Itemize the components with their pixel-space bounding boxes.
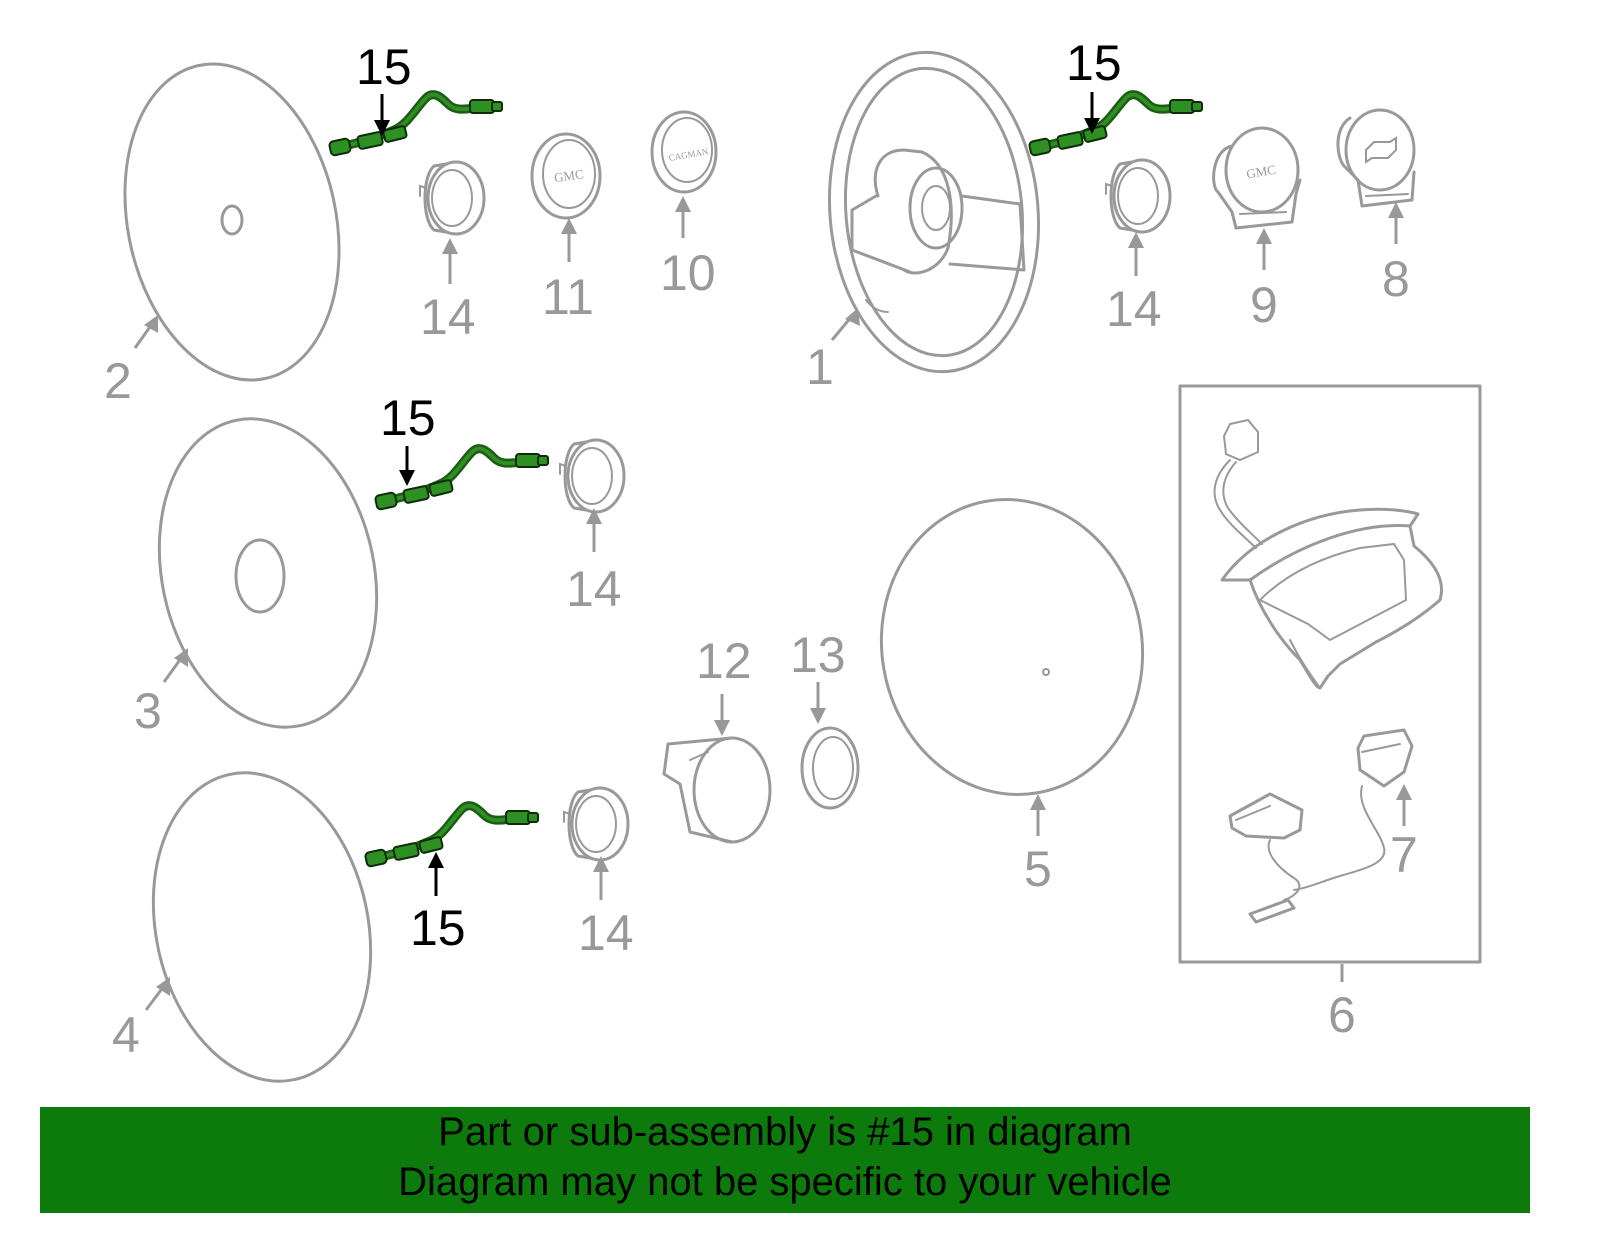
part-13-ring-inner <box>812 736 854 800</box>
part-4-disc <box>151 771 373 1083</box>
callout-3: 3 <box>134 683 162 739</box>
callout-15-bottom-left: 15 <box>410 900 466 956</box>
part-14-cap-top-left <box>418 160 486 236</box>
callout-2: 2 <box>104 353 132 409</box>
part-2-disc-center <box>220 204 244 236</box>
part-9-horn-pad: GMC <box>1212 126 1302 230</box>
banner-line-2: Diagram may not be specific to your vehi… <box>398 1160 1172 1204</box>
part-1-steering-wheel <box>827 50 1041 374</box>
callout-14-top-right: 14 <box>1106 281 1162 337</box>
part-10-emblem <box>650 110 718 194</box>
callout-5: 5 <box>1024 841 1052 897</box>
part-14-cap-bottom-left <box>562 786 630 862</box>
part-11-emblem <box>530 132 602 220</box>
part-3-disc <box>157 417 379 729</box>
part-15-harness-middle-left[interactable] <box>375 449 548 510</box>
gmc-logo-9: GMC <box>1245 162 1277 182</box>
part-3-disc-hub <box>234 538 286 614</box>
part-15-harness-top-left[interactable] <box>329 95 502 156</box>
callout-15-middle-left: 15 <box>380 390 436 446</box>
part-7-switch-harness <box>1228 728 1414 924</box>
callout-6: 6 <box>1328 987 1356 1043</box>
part-8-horn-pad <box>1336 108 1416 208</box>
part-14-cap-middle-left <box>558 438 626 514</box>
callout-15-top-right: 15 <box>1066 35 1122 91</box>
callout-13: 13 <box>790 627 846 683</box>
info-banner: Part or sub-assembly is #15 in diagram D… <box>40 1107 1530 1213</box>
callout-11: 11 <box>542 269 594 325</box>
cagman-logo-10: CAGMAN <box>668 146 710 163</box>
part-6-airbag-module <box>1213 418 1443 690</box>
callout-10: 10 <box>660 245 716 301</box>
gmc-logo-11: GMC <box>553 166 584 185</box>
callout-8: 8 <box>1382 251 1410 307</box>
part-14-cap-top-right <box>1104 158 1172 234</box>
callout-7: 7 <box>1390 827 1418 883</box>
part-13-ring <box>800 726 860 810</box>
part-15-harness-top-right[interactable] <box>1029 95 1202 156</box>
callout-14-middle-left: 14 <box>566 561 622 617</box>
callout-14-bottom-left: 14 <box>578 905 634 961</box>
part-2-disc <box>123 62 341 382</box>
part-15-harness-bottom-left[interactable] <box>365 806 538 867</box>
part-6-box <box>1178 384 1482 964</box>
callout-1: 1 <box>806 339 834 395</box>
callout-12: 12 <box>696 633 752 689</box>
part-5-plate <box>879 498 1145 796</box>
callout-9: 9 <box>1250 277 1278 333</box>
part-12-cover <box>662 736 772 844</box>
callout-15-top-left: 15 <box>356 39 412 95</box>
callout-14-top-left: 14 <box>420 289 476 345</box>
callout-4: 4 <box>112 1007 140 1063</box>
banner-line-1: Part or sub-assembly is #15 in diagram <box>438 1110 1132 1154</box>
